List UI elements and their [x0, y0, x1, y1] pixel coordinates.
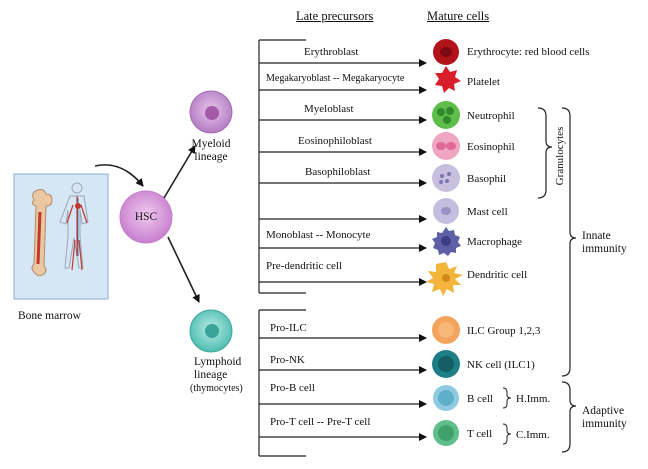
precursor-label: Myeloblast [304, 103, 354, 115]
lymphoid-label-line1: Lymphoid [194, 356, 242, 368]
mast-cell-icon [433, 198, 459, 224]
basophil-icon [432, 164, 460, 192]
mature-label: Neutrophil [467, 110, 515, 122]
mature-label: Basophil [467, 173, 507, 185]
b-cell-brace [502, 387, 512, 409]
mature-label: T cell [467, 428, 493, 440]
platelet-icon [435, 66, 461, 93]
eosinophil-icon [432, 132, 460, 160]
precursor-label: Pro-NK [270, 354, 305, 366]
mature-label: Erythrocyte: red blood cells [467, 46, 590, 58]
hsc-cell [119, 190, 173, 244]
h-imm-label: H.Imm. [516, 393, 551, 405]
innate-label-line2: immunity [582, 243, 627, 255]
mature-label: Mast cell [467, 206, 508, 218]
adaptive-label-line2: immunity [582, 418, 627, 430]
mature-label: ILC Group 1,2,3 [467, 325, 541, 337]
lymphoid-label-line2: lineage [194, 369, 228, 381]
bone-marrow-label: Bone marrow [18, 310, 81, 322]
erythrocyte-icon [433, 39, 459, 65]
c-imm-label: C.Imm. [516, 429, 550, 441]
innate-brace [561, 107, 577, 377]
myeloid-cell [189, 90, 233, 134]
hsc-label: HSC [134, 211, 158, 223]
innate-label-line1: Innate [582, 230, 611, 242]
mature-label: Macrophage [467, 236, 522, 248]
header-mature-cells: Mature cells [427, 9, 490, 23]
mature-label: B cell [467, 393, 493, 405]
lymphoid-cell [189, 309, 233, 353]
ilc-icon [432, 316, 460, 344]
macrophage-icon [432, 227, 461, 256]
lymphoid-bracket [258, 309, 306, 457]
neutrophil-icon [432, 101, 460, 129]
precursor-label: Pre-dendritic cell [266, 260, 343, 272]
header-late-precursors: Late precursors [296, 9, 374, 23]
myeloid-label-line2: lineage [194, 151, 228, 163]
nk-cell-icon [432, 350, 460, 378]
granulocytes-label: Granulocytes [554, 126, 566, 186]
precursor-label: Basophiloblast [305, 166, 371, 178]
precursor-label: Megakaryoblast -- Megakaryocyte [266, 73, 405, 84]
precursor-label: Erythroblast [304, 46, 359, 58]
b-cell-icon [433, 385, 459, 411]
precursor-arrows [259, 59, 427, 441]
lymphoid-label-line3: (thymocytes) [190, 383, 243, 394]
myeloid-bracket [258, 39, 306, 294]
precursor-label: Pro-ILC [270, 322, 307, 334]
mature-label: Eosinophil [467, 141, 515, 153]
mature-label: Platelet [467, 76, 500, 88]
adaptive-brace [561, 381, 577, 453]
myeloid-label-line1: Myeloid [191, 138, 231, 150]
mature-label: NK cell (ILC1) [467, 359, 535, 371]
precursor-label: Pro-T cell -- Pre-T cell [270, 416, 371, 428]
t-cell-icon [433, 420, 459, 446]
precursor-label: Monoblast -- Monocyte [266, 229, 371, 241]
bone-marrow-panel [13, 173, 109, 300]
mature-label: Dendritic cell [467, 269, 528, 281]
adaptive-label-line1: Adaptive [582, 405, 625, 417]
t-cell-brace [502, 423, 512, 445]
dendritic-cell-icon [426, 262, 463, 296]
precursor-label: Pro-B cell [270, 382, 315, 394]
lineage-arrows [94, 145, 200, 303]
precursor-label: Eosinophiloblast [298, 135, 372, 147]
granulocytes-brace [537, 107, 553, 199]
